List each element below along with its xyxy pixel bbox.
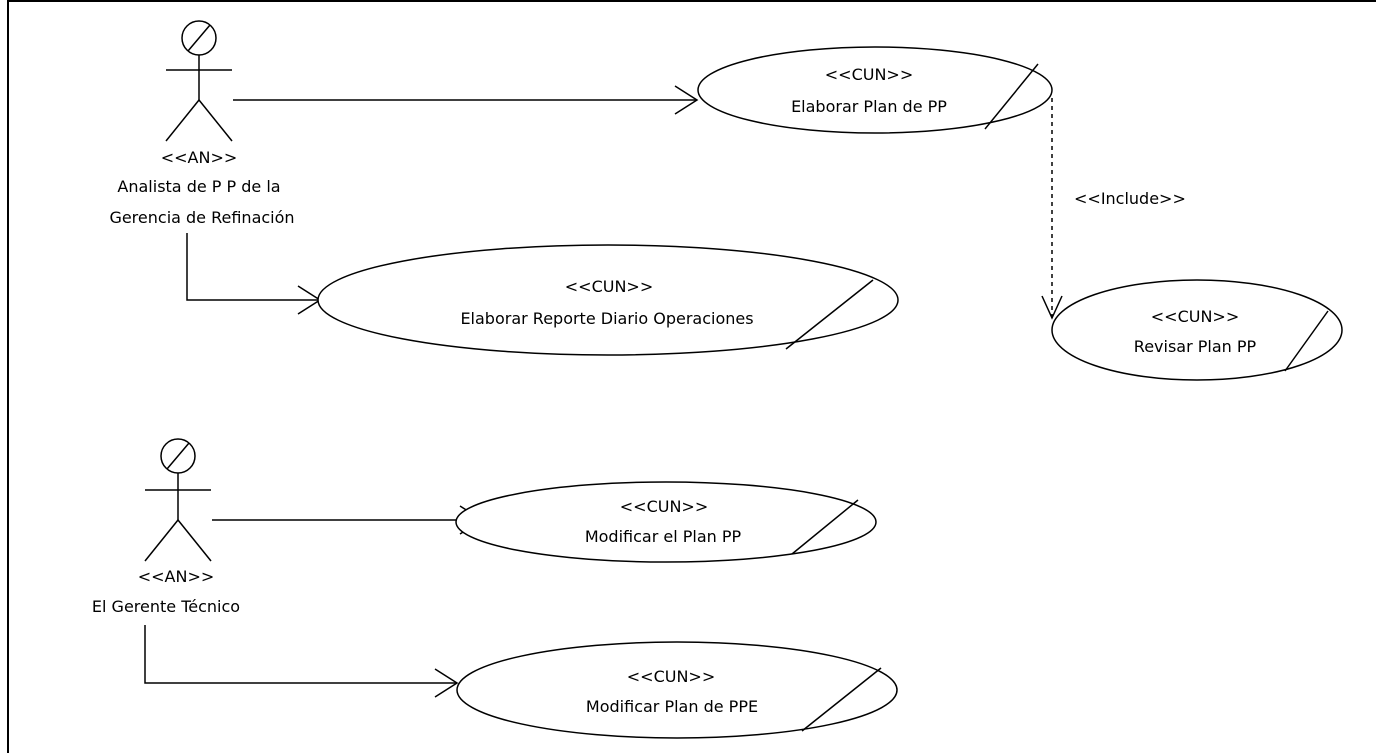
use-case-modificar-plan-ppe[interactable]: <<CUN>> Modificar Plan de PPE [456,641,898,739]
use-case-stereotype: <<CUN>> [1151,307,1239,326]
use-case-name: Elaborar Reporte Diario Operaciones [460,309,753,328]
use-case-stereotype: <<CUN>> [620,497,708,516]
include-label: <<Include>> [1074,189,1186,208]
use-case-name: Revisar Plan PP [1134,337,1257,356]
actor-figure-icon [144,438,212,562]
use-case-name: Modificar el Plan PP [585,527,742,546]
use-case-elaborar-plan[interactable]: <<CUN>> Elaborar Plan de PP [697,46,1053,134]
actor-name: Gerencia de Refinación [109,208,294,227]
actor-name: El Gerente Técnico [92,597,240,616]
association-analista-elaborar-reporte[interactable] [186,233,322,315]
use-case-elaborar-reporte[interactable]: <<CUN>> Elaborar Reporte Diario Operacio… [317,244,899,356]
actor-stereotype: <<AN>> [161,148,238,167]
actor-gerente[interactable]: <<AN>> El Gerente Técnico [92,438,240,616]
include-elaborar-plan-revisar-plan[interactable]: <<Include>> [1041,98,1186,320]
use-case-modificar-el-plan[interactable]: <<CUN>> Modificar el Plan PP [455,481,877,563]
use-case-revisar-plan[interactable]: <<CUN>> Revisar Plan PP [1051,279,1343,381]
actor-stereotype: <<AN>> [138,567,215,586]
use-case-stereotype: <<CUN>> [627,667,715,686]
actor-figure-icon [165,20,233,142]
association-gerente-modificar-el-plan[interactable] [212,505,484,535]
association-analista-elaborar-plan[interactable] [233,85,699,115]
association-gerente-modificar-plan-ppe[interactable] [144,625,459,698]
use-case-stereotype: <<CUN>> [565,277,653,296]
use-case-name: Elaborar Plan de PP [791,97,947,116]
actor-analista[interactable]: <<AN>> Analista de P P de la Gerencia de… [109,20,295,227]
diagram-frame [7,0,1376,753]
use-case-stereotype: <<CUN>> [825,65,913,84]
actor-name: Analista de P P de la [117,177,280,196]
use-case-name: Modificar Plan de PPE [586,697,758,716]
